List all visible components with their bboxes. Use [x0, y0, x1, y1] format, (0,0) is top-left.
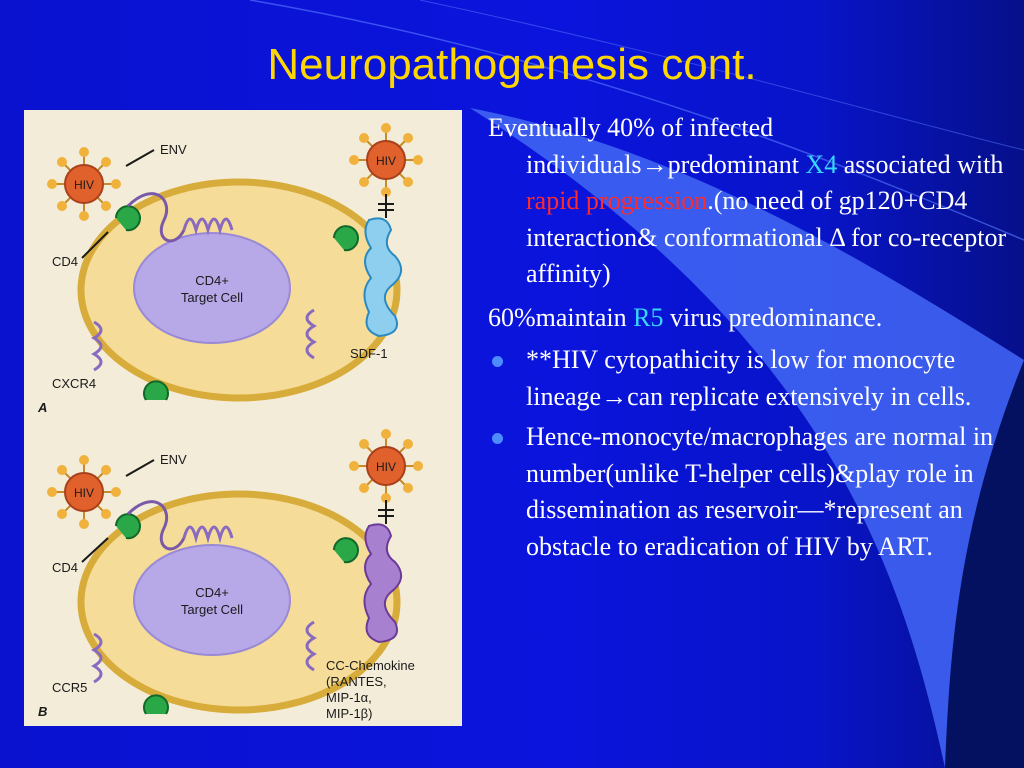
- text-span: predominant: [667, 149, 806, 179]
- x4-highlight: X4: [805, 149, 838, 179]
- bullet-list: **HIV cytopathicity is low for monocyte …: [488, 342, 1008, 565]
- cc-chemokine-ligand-icon: [363, 523, 402, 644]
- cell-label-a1: CD4+: [195, 273, 229, 288]
- cd4-label-b: CD4: [52, 560, 78, 575]
- cxcr4-helices-a: [182, 217, 234, 236]
- text-span: can replicate extensively in cells.: [627, 381, 972, 411]
- hiv-virion-left-b-icon: HIV: [47, 455, 121, 529]
- hiv-label-right-b: HIV: [376, 460, 396, 474]
- coreceptor-label-b: CCR5: [52, 680, 87, 695]
- r5-highlight: R5: [633, 302, 664, 332]
- coreceptor-label-a: CXCR4: [52, 376, 96, 391]
- panel-a: CD4+ Target Cell HIV: [37, 123, 423, 415]
- ligand-label-a: SDF-1: [350, 346, 388, 361]
- text-span: **HIV cytopathicity is low for monocyte …: [526, 345, 956, 411]
- paragraph-x4: Eventually 40% of infected individuals→p…: [488, 110, 1008, 293]
- hiv-virion-right-a-icon: HIV: [349, 123, 423, 197]
- bullet-item: Hence-monocyte/macrophages are normal in…: [488, 419, 1008, 565]
- text-span: 60%maintain: [488, 302, 634, 332]
- ligand-label-b2: (RANTES,: [326, 674, 387, 689]
- nucleus-b: [133, 544, 291, 656]
- cell-label-b2: Target Cell: [181, 602, 243, 617]
- slide-title: Neuropathogenesis cont.: [267, 40, 757, 89]
- cell-label-b1: CD4+: [195, 585, 229, 600]
- cd4-receptor-a-icon: [115, 205, 141, 232]
- text-span: associated with: [837, 149, 1004, 179]
- env-loop-a: [126, 192, 186, 243]
- hiv-label-right-a: HIV: [376, 154, 396, 168]
- hiv-virion-left-a-icon: HIV: [47, 147, 121, 221]
- text-span: Hence-monocyte/macrophages are normal in…: [526, 422, 994, 561]
- cell-label-a2: Target Cell: [181, 290, 243, 305]
- hiv-coreceptor-figure: CD4+ Target Cell HIV: [24, 110, 462, 726]
- env-loop-b: [126, 500, 186, 551]
- panel-b: CD4+ Target Cell HIV: [38, 429, 423, 721]
- env-label-b: ENV: [160, 452, 187, 467]
- hiv-label-left-b: HIV: [74, 486, 94, 500]
- figure-illustration: CD4+ Target Cell HIV: [37, 123, 423, 721]
- ligand-label-b1: CC-Chemokine: [326, 658, 415, 673]
- text-span: virus predominance.: [663, 302, 883, 332]
- bullet-dot-icon: [492, 433, 503, 444]
- arrow-icon: →: [601, 381, 628, 411]
- ccr5-helices-b: [182, 525, 234, 544]
- env-label-a: ENV: [160, 142, 187, 157]
- cd4-receptor-b-icon: [115, 513, 141, 540]
- panel-letter-b: B: [38, 704, 47, 719]
- rapid-progression-highlight: rapid progression: [526, 186, 708, 215]
- paragraph-r5: 60%maintain R5 virus predominance.: [488, 300, 1008, 337]
- hiv-virion-right-b-icon: HIV: [349, 429, 423, 503]
- panel-letter-a: A: [37, 400, 47, 415]
- ligand-label-b3: MIP-1α,: [326, 690, 372, 705]
- hiv-label-left-a: HIV: [74, 178, 94, 192]
- bullet-item: **HIV cytopathicity is low for monocyte …: [488, 342, 1008, 415]
- sdf1-ligand-icon: [363, 217, 402, 338]
- slide-body: Eventually 40% of infected individuals→p…: [488, 110, 1008, 569]
- ligand-label-b4: MIP-1β): [326, 706, 372, 721]
- cd4-label-a: CD4: [52, 254, 78, 269]
- text-span: .(no need of gp120+CD4 interaction& conf…: [526, 186, 1007, 288]
- bullet-dot-icon: [492, 356, 503, 367]
- arrow-icon: →: [641, 149, 668, 179]
- text-span: Eventually 40% of infected individuals: [488, 113, 774, 179]
- nucleus-a: [133, 232, 291, 344]
